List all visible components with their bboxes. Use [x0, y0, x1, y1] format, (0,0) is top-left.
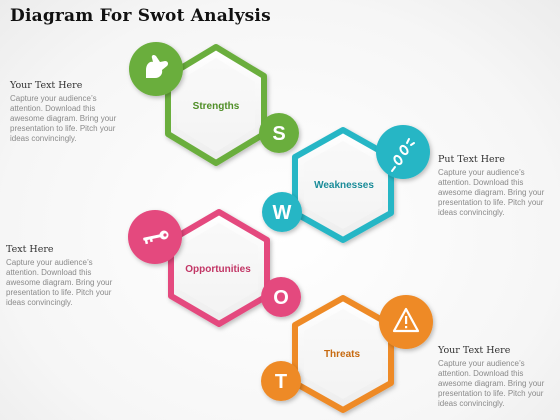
swot-item-threats: Threats T	[261, 295, 433, 413]
opportunities-letter: O	[273, 287, 289, 309]
strengths-letter-badge	[259, 113, 299, 153]
swot-item-strengths: Strengths S	[129, 42, 299, 166]
swot-item-opportunities: Opportunities O	[128, 209, 301, 327]
text-block-heading: Text Here	[6, 244, 54, 255]
text-block-heading: Your Text Here	[438, 345, 511, 356]
text-block-body: Capture your audience’s attention. Downl…	[6, 258, 113, 307]
threats-label: Threats	[324, 349, 361, 360]
threats-letter-badge	[261, 361, 301, 401]
weaknesses-letter-badge	[262, 192, 302, 232]
text-block-body: Capture your audience’s attention. Downl…	[438, 359, 545, 408]
threats-letter: T	[275, 371, 287, 393]
opportunities-label: Opportunities	[185, 264, 251, 275]
weaknesses-label: Weaknesses	[314, 180, 374, 191]
strengths-label: Strengths	[193, 101, 240, 112]
text-block-heading: Put Text Here	[438, 154, 505, 165]
opportunities-letter-badge	[261, 277, 301, 317]
weaknesses-letter: W	[273, 202, 292, 224]
text-block-strengths: Your Text Here Capture your audience’s a…	[10, 80, 128, 144]
page-title: Diagram For Swot Analysis	[10, 6, 271, 26]
text-block-threats: Your Text Here Capture your audience’s a…	[438, 345, 556, 409]
text-block-weaknesses: Put Text Here Capture your audience’s at…	[438, 154, 556, 218]
broken-chain-icon	[391, 138, 415, 172]
muscle-icon	[146, 54, 169, 78]
text-block-body: Capture your audience’s attention. Downl…	[438, 168, 545, 217]
strengths-letter: S	[272, 123, 285, 145]
swot-item-weaknesses: Weaknesses W	[262, 125, 430, 243]
text-block-body: Capture your audience’s attention. Downl…	[10, 94, 117, 143]
warning-icon	[392, 307, 420, 333]
text-block-opportunities: Text Here Capture your audience’s attent…	[6, 244, 124, 308]
text-block-heading: Your Text Here	[10, 80, 83, 91]
